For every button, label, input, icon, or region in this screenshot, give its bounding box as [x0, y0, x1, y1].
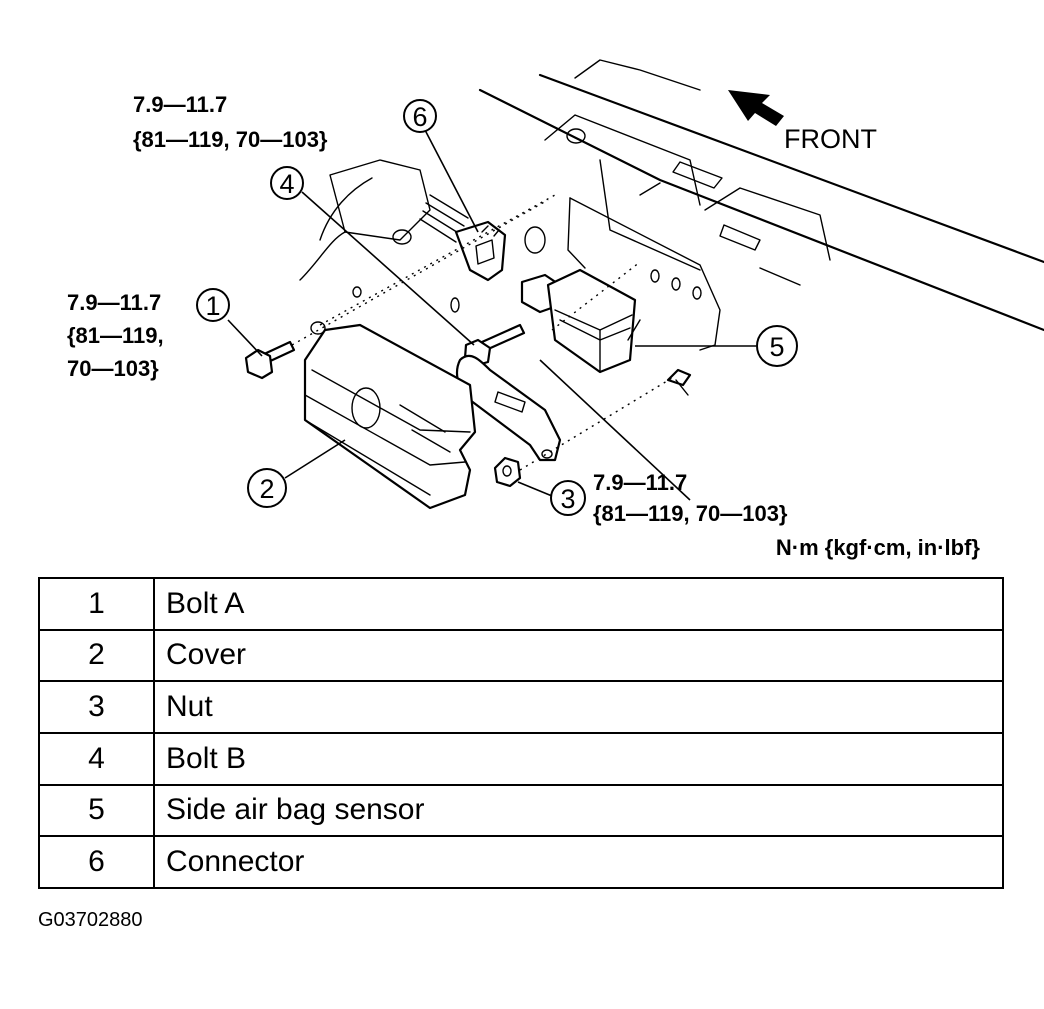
part-name: Connector — [153, 835, 1004, 889]
svg-text:5: 5 — [769, 332, 784, 362]
torque-spec-left: 7.9—11.7 {81—119, 70—103} — [67, 290, 164, 381]
part-number: 6 — [38, 835, 155, 889]
part-number: 5 — [38, 783, 155, 838]
callout-4: 4 — [270, 166, 304, 200]
bolt-a-part — [244, 340, 296, 380]
leader-lines — [227, 129, 756, 501]
callout-3: 3 — [550, 480, 586, 516]
part-number: 4 — [38, 731, 155, 786]
side-air-bag-sensor-part — [520, 268, 641, 374]
exploded-view-diagram: FRONT 6 4 1 5 2 3 7.9—11.7 {81—119, 70—1… — [67, 59, 1044, 560]
table-row: 6 Connector — [38, 835, 1004, 889]
connector-part — [419, 194, 507, 282]
torque-units-label: N·m {kgf·cm, in·lbf} — [776, 535, 981, 560]
part-name: Bolt A — [153, 577, 1004, 631]
figure-code: G03702880 — [38, 909, 143, 931]
svg-text:{81—119, 70—103}: {81—119, 70—103} — [133, 127, 328, 152]
alignment-lines — [291, 194, 673, 471]
part-name: Side air bag sensor — [153, 783, 1004, 838]
torque-spec-right: 7.9—11.7 {81—119, 70—103} — [593, 470, 788, 526]
part-name: Nut — [153, 680, 1004, 734]
svg-text:{81—119,: {81—119, — [67, 323, 164, 348]
table-row: 1 Bolt A — [38, 577, 1004, 631]
part-number: 3 — [38, 680, 155, 734]
cover-part — [303, 321, 477, 510]
front-arrow-icon — [728, 90, 784, 126]
table-row: 2 Cover — [38, 628, 1004, 683]
vehicle-body-frame — [478, 59, 1044, 332]
callout-6: 6 — [403, 99, 437, 133]
callout-2: 2 — [247, 468, 287, 508]
svg-text:7.9—11.7: 7.9—11.7 — [593, 470, 687, 495]
callout-5: 5 — [756, 325, 798, 367]
svg-text:6: 6 — [412, 102, 427, 132]
svg-text:3: 3 — [560, 484, 575, 514]
table-row: 3 Nut — [38, 680, 1004, 734]
svg-text:4: 4 — [279, 169, 294, 199]
bolt-b-and-bracket — [455, 323, 562, 462]
part-number: 1 — [38, 577, 155, 631]
nut-part — [493, 456, 522, 488]
svg-text:70—103}: 70—103} — [67, 356, 159, 381]
table-row: 4 Bolt B — [38, 731, 1004, 786]
stud-part — [666, 368, 692, 396]
svg-text:7.9—11.7: 7.9—11.7 — [133, 92, 227, 117]
side-panel — [299, 159, 721, 351]
callout-1: 1 — [196, 288, 230, 322]
parts-table: 1 Bolt A 2 Cover 3 Nut 4 Bolt B 5 Side a… — [38, 577, 1004, 889]
part-name: Bolt B — [153, 731, 1004, 786]
svg-text:{81—119, 70—103}: {81—119, 70—103} — [593, 501, 788, 526]
part-name: Cover — [153, 628, 1004, 683]
front-label: FRONT — [784, 124, 877, 154]
part-number: 2 — [38, 628, 155, 683]
table-row: 5 Side air bag sensor — [38, 783, 1004, 838]
svg-text:1: 1 — [205, 291, 220, 321]
torque-spec-top: 7.9—11.7 {81—119, 70—103} — [133, 92, 328, 152]
svg-text:2: 2 — [259, 474, 274, 504]
svg-text:7.9—11.7: 7.9—11.7 — [67, 290, 161, 315]
